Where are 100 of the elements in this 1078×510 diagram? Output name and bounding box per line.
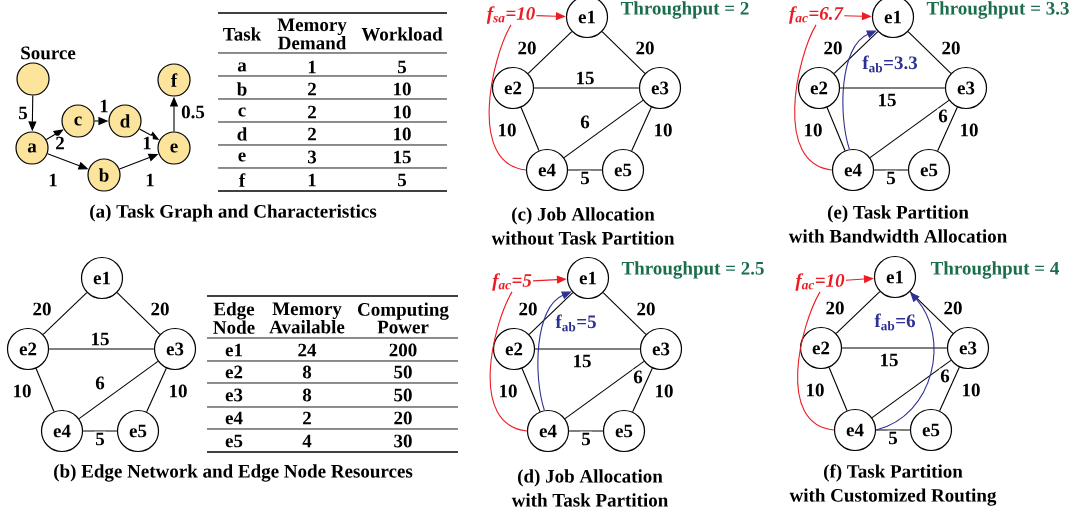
network-link [833,31,879,74]
table-value: e5 [225,434,243,448]
panel-caption: (c) Job Allocation without Task Partition [491,207,675,245]
table-value: 24 [298,343,317,357]
table-value: 5 [398,173,407,187]
table-value: 8 [302,365,312,379]
network-node: e5 [909,408,953,452]
network-link [533,87,640,89]
table-value: c [238,107,246,117]
network-node: e3 [639,327,683,371]
source-node: Source [16,46,76,96]
network-link [116,292,161,335]
network-node: e4 [526,409,570,453]
panel-caption: (a) Task Graph and Characteristics [90,204,377,222]
edge-label: 1 [141,135,153,151]
network-link [602,292,647,335]
edge-label: 0.5 [180,104,206,120]
edge-label: 10 [804,382,826,398]
table-value: e1 [225,343,242,357]
network-node: e3 [153,327,197,371]
table-value: a [237,62,247,72]
table-value: 30 [394,434,412,448]
table-value: 50 [394,388,412,402]
table-value: 10 [394,105,411,119]
network-node: e4 [833,408,877,452]
edge-label: 20 [31,301,53,317]
edge-label: 5 [17,105,29,121]
edge-label: 5 [579,170,591,186]
panel-caption: (b) Edge Network and Edge Node Resources [54,464,413,482]
edge-label: 20 [824,300,846,316]
network-link [520,106,540,152]
network-node: e5 [907,148,951,192]
network-link [909,291,954,334]
table-value: 20 [394,411,412,425]
table-value: 3 [308,150,317,164]
network-node: e4 [525,148,569,192]
network-link [841,347,948,349]
table-value: 2 [308,82,316,96]
edge-label: 6 [579,114,591,130]
network-node: e2 [492,327,536,371]
network-link [42,292,88,335]
network-node: e5 [116,409,160,453]
edge-label: 5 [580,431,592,447]
network-link [534,348,641,350]
edge-label: 10 [496,122,518,138]
network-link [35,367,55,413]
flow-curve [489,291,528,432]
network-link [568,430,604,432]
flow-label: f$_{ac}$=5 [492,273,532,291]
edge-label: 20 [634,40,656,56]
table-value: 10 [394,127,411,141]
table-value: 1 [308,60,316,74]
edge-label: 20 [517,301,539,317]
network-node: e3 [946,326,990,370]
network-node: e1 [80,256,124,300]
network-node: e2 [799,326,843,370]
edge-label: 6 [94,375,106,391]
network-node: e1 [565,0,609,39]
edge-label: 6 [939,368,951,384]
edge-label: 5 [887,430,899,446]
panel-caption: (f) Task Partition with Customized Routing [789,464,997,506]
table-value: 10 [394,82,411,96]
edge-label: 20 [940,40,962,56]
table-value: 1 [308,173,316,187]
edge-label: 10 [167,383,189,399]
network-link [937,106,958,152]
task-node: d [108,104,142,138]
edge-label: 10 [958,122,980,138]
network-link [521,367,541,413]
edge-label: 15 [876,92,898,108]
network-link [835,291,881,334]
edge-label: 20 [822,40,844,56]
throughput-label: Throughput = 3.3 [926,1,1069,19]
table-value: 50 [394,365,412,379]
network-node: e3 [944,66,988,110]
table-header: Computing Power [358,302,449,334]
network-node: e2 [797,66,841,110]
network-node: e1 [566,256,610,300]
edge-label: 1 [144,172,156,188]
edge-label: 20 [149,301,171,317]
edge-label: 15 [89,331,111,347]
edge-label: 5 [885,170,897,186]
edge-label: 20 [942,300,964,316]
network-link [939,366,960,412]
task-node: f [157,63,191,97]
table-value: e4 [225,411,243,425]
edge-label: 1 [98,98,110,114]
task-node: b [87,158,121,192]
table-value: e [238,152,246,162]
network-link [631,106,652,152]
task-node: e [157,131,191,165]
edge-label: 10 [802,122,824,138]
edge-label: 15 [878,352,900,368]
edge-label: 15 [571,353,593,369]
network-link [871,359,952,419]
network-link [527,31,573,74]
network-link [875,429,911,431]
network-node: e5 [602,409,646,453]
edge-label: 10 [960,382,982,398]
edge-label: 10 [11,383,33,399]
